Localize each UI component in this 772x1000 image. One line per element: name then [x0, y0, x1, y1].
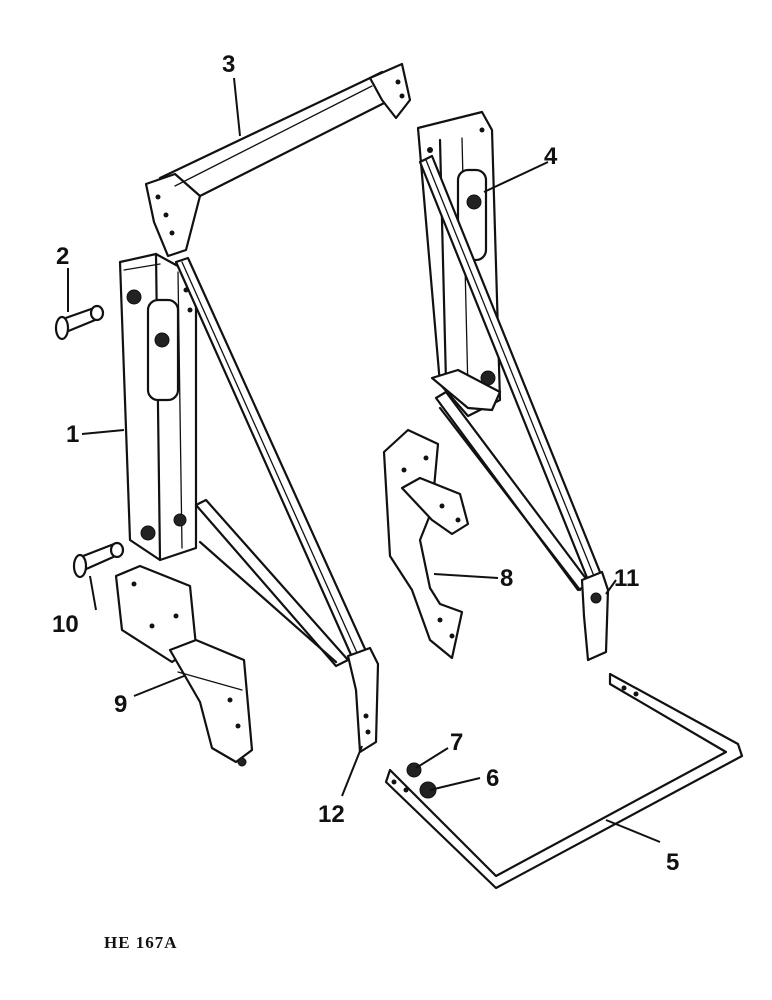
part-8-center-bracket: [382, 428, 470, 660]
part-10-pin: [72, 541, 125, 579]
callout-6: 6: [486, 765, 499, 792]
callout-2: 2: [56, 243, 69, 270]
callout-4: 4: [544, 143, 558, 170]
part-6-nut: [419, 781, 437, 799]
figure-reference: HE 167A: [104, 933, 178, 952]
left-diagonal-brace: [174, 256, 372, 668]
callout-12: 12: [318, 801, 345, 828]
part-11-right-foot-plate: [580, 570, 610, 662]
callout-10: 10: [52, 611, 79, 638]
callout-5: 5: [666, 849, 679, 876]
callout-7: 7: [450, 729, 463, 756]
part-12-left-foot-plate: [346, 646, 380, 754]
part-9-lower-left-bracket: [114, 564, 254, 767]
callout-8: 8: [500, 565, 513, 592]
part-3-top-crossbar: [144, 62, 412, 258]
part-1-left-column: [118, 252, 198, 562]
callout-9: 9: [114, 691, 127, 718]
callout-11: 11: [614, 565, 639, 592]
right-diagonal-brace: [418, 154, 606, 592]
part-2-pin: [54, 304, 105, 341]
part-5-u-strap: [384, 672, 744, 890]
callout-1: 1: [66, 421, 79, 448]
callout-3: 3: [222, 51, 235, 78]
leader-lines: [67, 77, 661, 843]
